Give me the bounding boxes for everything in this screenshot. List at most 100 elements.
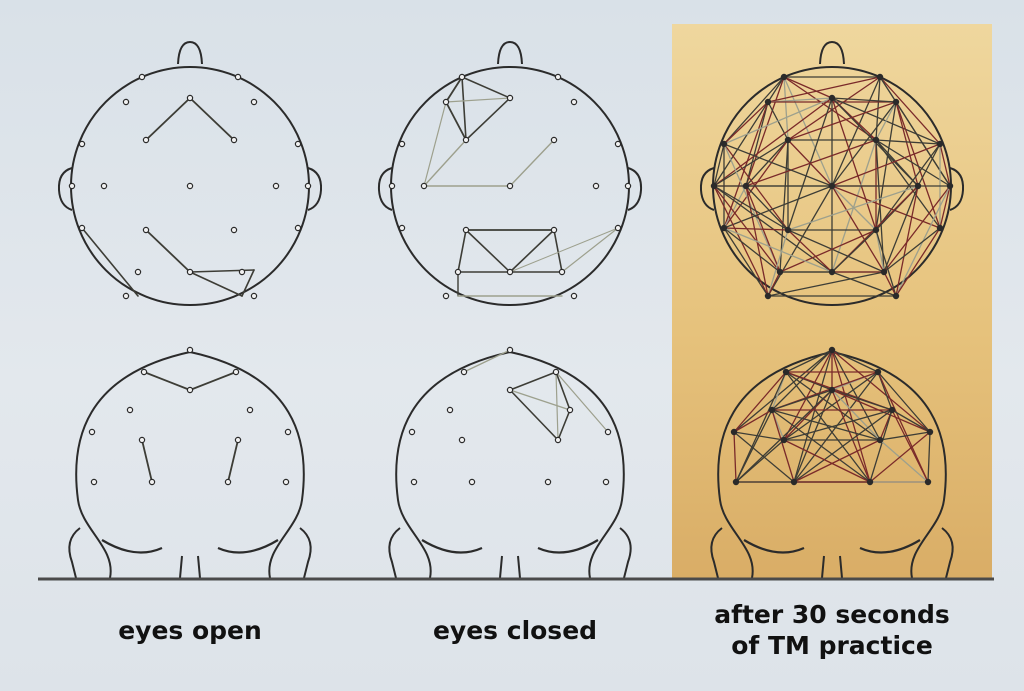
tm-top-electrode-9 (742, 182, 750, 190)
link-tm-top-1 (767, 76, 785, 103)
closed-top-electrode-18 (454, 268, 462, 276)
closed-back-electrode-2 (552, 368, 560, 376)
link-closed-top-7 (423, 139, 467, 187)
caption-eyes-closed: eyes closed (432, 616, 598, 645)
link-tm-back-138 (831, 389, 893, 411)
link-open-top-6 (241, 269, 255, 297)
open-top-electrode-19 (186, 268, 194, 276)
tm-back-electrode-2 (874, 368, 882, 376)
link-tm-back-159 (733, 431, 785, 441)
open-top-electrode-14 (142, 226, 150, 234)
tm-top-electrode-18 (776, 268, 784, 276)
closed-top-electrode-0 (458, 73, 466, 81)
link-tm-top-109 (767, 271, 885, 297)
link-tm-back-127 (733, 371, 787, 433)
link-tm-back-113 (831, 349, 879, 373)
link-tm-back-143 (793, 389, 833, 483)
open-top-electrode-6 (230, 136, 238, 144)
tm-top-electrode-17 (936, 224, 944, 232)
tm-back-electrode-5 (888, 406, 896, 414)
link-tm-top-60 (939, 143, 951, 187)
open-top-electrode-9 (100, 182, 108, 190)
link-tm-back-165 (733, 431, 737, 483)
tm-top-electrode-3 (828, 94, 836, 102)
tm-back-electrode-3 (828, 386, 836, 394)
link-tm-top-100 (723, 227, 833, 273)
link-tm-top-108 (831, 271, 897, 297)
link-tm-back-112 (785, 349, 833, 373)
link-open-top-7 (81, 227, 139, 297)
link-closed-top-20 (561, 227, 619, 273)
open-back-electrode-7 (234, 436, 242, 444)
closed-back-electrode-3 (506, 386, 514, 394)
closed-top-electrode-15 (550, 226, 558, 234)
closed-top-electrode-11 (592, 182, 600, 190)
link-tm-top-91 (723, 227, 789, 231)
open-top-electrode-11 (272, 182, 280, 190)
tm-top-electrode-0 (780, 73, 788, 81)
link-tm-top-34 (895, 101, 919, 187)
link-tm-back-155 (793, 409, 893, 483)
open-back-electrode-5 (246, 406, 254, 414)
link-tm-back-115 (771, 349, 833, 411)
closed-top-electrode-8 (614, 140, 622, 148)
link-tm-back-147 (771, 409, 881, 441)
link-tm-top-88 (883, 185, 951, 273)
link-open-back-4 (227, 439, 239, 483)
link-tm-back-163 (793, 439, 881, 483)
tm-top-electrode-10 (828, 182, 836, 190)
link-tm-top-41 (713, 139, 789, 187)
tm-back-electrode-4 (768, 406, 776, 414)
caption-tm-line-1: after 30 seconds (714, 600, 950, 629)
link-closed-top-1 (445, 76, 463, 103)
open-top-electrode-21 (122, 292, 130, 300)
tm-back-electrode-13 (924, 478, 932, 486)
open-top-electrode-4 (250, 98, 258, 106)
link-closed-top-6 (445, 97, 511, 103)
link-tm-top-20 (713, 101, 769, 187)
link-tm-back-135 (793, 371, 879, 483)
tm-back-electrode-6 (780, 436, 788, 444)
link-tm-top-46 (745, 139, 877, 187)
tm-back-electrode-7 (876, 436, 884, 444)
head-top-view-icon (377, 40, 643, 306)
link-tm-back-136 (877, 371, 929, 483)
open-back-electrode-10 (90, 478, 98, 486)
link-tm-top-87 (939, 185, 951, 229)
tm-top-electrode-11 (914, 182, 922, 190)
link-closed-top-15 (553, 229, 563, 273)
link-tm-top-81 (883, 185, 919, 273)
closed-top-electrode-20 (558, 268, 566, 276)
open-top-electrode-3 (186, 94, 194, 102)
link-tm-top-31 (787, 101, 897, 141)
link-tm-back-148 (733, 409, 773, 433)
tm-top-electrode-6 (872, 136, 880, 144)
link-tm-back-154 (891, 409, 931, 433)
link-tm-top-59 (917, 143, 941, 187)
open-top-electrode-15 (230, 226, 238, 234)
link-tm-top-99 (723, 227, 781, 273)
link-tm-top-4 (783, 76, 877, 141)
link-tm-top-22 (831, 97, 897, 103)
closed-back-electrode-10 (410, 478, 418, 486)
link-tm-back-166 (733, 431, 795, 483)
link-tm-top-53 (723, 143, 833, 187)
link-tm-top-32 (875, 101, 897, 141)
link-tm-top-12 (879, 76, 941, 145)
closed-top-electrode-5 (462, 136, 470, 144)
link-tm-back-126 (785, 371, 881, 441)
link-tm-back-161 (783, 439, 871, 483)
closed-top-electrode-12 (388, 182, 396, 190)
link-tm-back-149 (735, 409, 773, 483)
link-tm-top-45 (875, 139, 941, 145)
link-tm-top-8 (767, 76, 881, 103)
link-tm-top-19 (745, 101, 769, 187)
link-tm-back-129 (785, 371, 871, 483)
open-back-electrode-1 (140, 368, 148, 376)
link-tm-back-150 (771, 409, 795, 483)
link-tm-top-106 (767, 271, 781, 297)
tm-back-electrode-12 (866, 478, 874, 486)
link-tm-back-144 (831, 389, 871, 483)
link-tm-top-2 (783, 76, 833, 99)
closed-back-electrode-13 (602, 478, 610, 486)
